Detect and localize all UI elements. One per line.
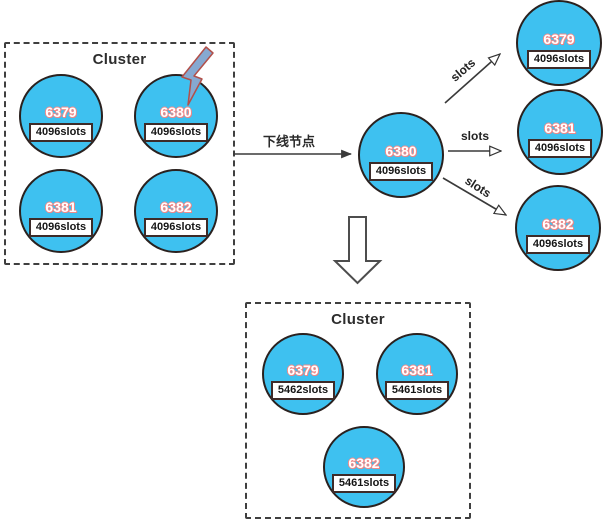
node-slots-badge: 4096slots — [525, 235, 591, 254]
node-6379-top: 6379 4096slots — [19, 74, 103, 158]
node-6381-bottom: 6381 5461slots — [376, 333, 458, 415]
node-port-label: 6382 — [160, 199, 192, 215]
node-6379-bottom: 6379 5462slots — [262, 333, 344, 415]
node-port-label: 6381 — [401, 362, 433, 378]
node-slots-badge: 5461slots — [384, 381, 450, 400]
top-cluster-title: Cluster — [92, 51, 147, 68]
node-port-label: 6380 — [160, 104, 192, 120]
node-slots-badge: 4096slots — [28, 123, 94, 142]
node-slots-badge: 5462slots — [270, 381, 336, 400]
node-port-label: 6382 — [542, 216, 574, 232]
node-port-label: 6381 — [544, 120, 576, 136]
node-6382-top: 6382 4096slots — [134, 169, 218, 253]
slots-arrow-label-1: slots — [447, 55, 479, 85]
node-6382-target: 6382 4096slots — [515, 185, 601, 271]
node-port-label: 6381 — [45, 199, 77, 215]
slots-arrow-label-3: slots — [462, 173, 494, 201]
bottom-cluster-title: Cluster — [331, 311, 385, 328]
node-port-label: 6379 — [287, 362, 319, 378]
node-slots-badge: 4096slots — [526, 50, 592, 69]
node-port-label: 6379 — [543, 31, 575, 47]
node-6379-target: 6379 4096slots — [516, 0, 602, 86]
node-port-label: 6382 — [348, 455, 380, 471]
offline-arrow-label: 下线节点 — [263, 134, 316, 149]
node-port-label: 6379 — [45, 104, 77, 120]
node-slots-badge: 4096slots — [143, 123, 209, 142]
node-slots-badge: 4096slots — [28, 218, 94, 237]
node-6382-bottom: 6382 5461slots — [323, 426, 405, 508]
bottom-cluster-box: Cluster 6379 5462slots 6381 5461slots 63… — [245, 302, 471, 519]
slots-arrow-label-2: slots — [460, 129, 490, 143]
node-slots-badge: 4096slots — [527, 139, 593, 158]
node-6380-offline: 6380 4096slots — [358, 112, 444, 198]
down-block-arrow-icon — [332, 216, 383, 285]
node-port-label: 6380 — [385, 143, 417, 159]
node-slots-badge: 4096slots — [368, 162, 434, 181]
node-6381-top: 6381 4096slots — [19, 169, 103, 253]
node-6380-top: 6380 4096slots — [134, 74, 218, 158]
node-6381-target: 6381 4096slots — [517, 89, 603, 175]
node-slots-badge: 4096slots — [143, 218, 209, 237]
top-cluster-box: Cluster 6379 4096slots 6380 4096slots 63… — [4, 42, 235, 265]
node-slots-badge: 5461slots — [331, 474, 397, 493]
